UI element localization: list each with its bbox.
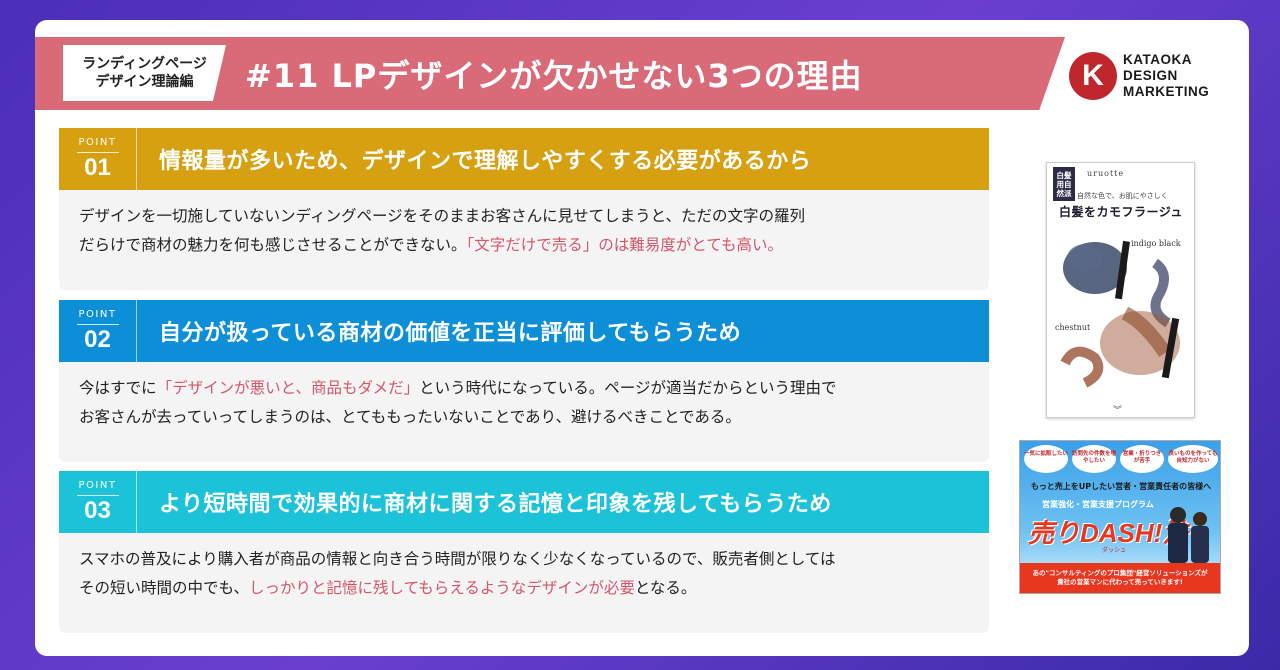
body-text: お客さんに見せてしまうと、ただの文字の羅列 [480,207,806,225]
category-tag: ランディングページ デザイン理論編 [63,45,226,101]
bubble-1: 一気に拡販したい [1024,445,1068,473]
banner-ruby: ダッシュ [1102,547,1127,554]
product-label-indigo: indigo black [1131,239,1181,248]
point-1-title: 情報量が多いため、デザインで理解しやすくする必要があるから [159,149,812,174]
point-digits: 03 [84,497,111,524]
point-3-title: より短時間で効果的に商材に関する記憶と印象を残してもらうため [159,492,832,517]
banner-lead: もっと売上をUPしたい営者・営業責任者の皆様へ [1030,482,1212,491]
divider [76,324,119,325]
logo-text: KATAOKA DESIGN MARKETING [1123,52,1209,100]
point-2-body: 今はすでに「デザインが悪いと、商品もダメだ」という時代になっている。ページが適当… [59,362,989,462]
banner-program: 営業強化・営業支援プログラム [1042,500,1154,509]
bubble-3: 営業・折りつきが苦手 [1120,445,1164,473]
highlight-text: 「デザインが悪いと、商品もダメだ」 [156,379,420,397]
point-3-header: POINT 03 より短時間で効果的に商材に関する記憶と印象を残してもらうため [59,471,989,533]
body-text: お客さんが去っていってしまうのは、とてももったいないことであり、避けるべきことで… [79,408,741,426]
point-2-number: POINT 02 [59,300,137,362]
slide-card: ランディングページ デザイン理論編 #11 LPデザインが欠かせない3つの理由 … [35,20,1249,656]
product-brand: uruotte [1087,169,1125,178]
banner-footer-line-2: 貴社の営業マンに代わって売っていきます! [1057,578,1183,586]
tag-line-2: デザイン理論編 [95,74,194,90]
product-title: 白髪をカモフラージュ [1059,205,1183,219]
point-digits: 01 [84,154,111,181]
product-badge: 白髪用自然派 [1053,167,1075,201]
chevron-down-icon: ︾ [1113,406,1123,416]
point-2: POINT 02 自分が扱っている商材の価値を正当に評価してもらうため 今はすで… [59,300,989,462]
banner-footer-line-1: あの"コンサルティングのプロ集団"経営ソリューションズが [1032,569,1208,577]
logo-line-3: MARKETING [1123,84,1210,99]
body-text: となる。 [634,579,697,597]
point-1: POINT 01 情報量が多いため、デザインで理解しやすくする必要があるから デ… [59,128,989,290]
body-text: スマホの普及により購入者が商品の情報と向き合う時間が限りなく少なくなっているので… [79,550,836,568]
logo-line-2: DESIGN [1123,68,1178,83]
businesspeople-icon [1168,507,1209,563]
body-text: その短い時間の中でも、 [79,579,250,597]
body-text: デザインを一切施していないンディングページをそのまま [79,207,481,225]
divider [76,495,119,496]
point-1-number: POINT 01 [59,128,137,190]
product-label-chestnut: chestnut [1055,323,1091,332]
divider [76,152,119,153]
body-text: という時代になっている。ページが適当だからという理由で [419,379,837,397]
body-text: 今はすでに [79,379,157,397]
bubble-4: 良いものを作っても自知力がない [1168,445,1218,473]
point-3-number: POINT 03 [59,471,137,533]
banner-brand: 売りDASH!法 [1028,518,1189,548]
banner-footer: あの"コンサルティングのプロ集団"経営ソリューションズが 貴社の営業マンに代わっ… [1020,563,1220,593]
logo-k-icon: K [1069,52,1117,100]
product-subtitle: 自然な色で、お肌にやさしく [1077,192,1168,200]
bubble-2: 訪問先の件数を増やしたい [1072,445,1116,473]
highlight-text: しっかりと記憶に残してもらえるようなデザインが必要 [249,579,635,597]
sales-program-banner: 一気に拡販したい 訪問先の件数を増やしたい 営業・折りつきが苦手 良いものを作っ… [1019,440,1221,594]
highlight-text: 「文字だけで売る」のは難易度がとても高い。 [466,236,784,254]
logo-line-1: KATAOKA [1123,52,1192,67]
point-label: POINT [78,480,117,491]
point-label: POINT [78,309,117,320]
point-1-header: POINT 01 情報量が多いため、デザインで理解しやすくする必要があるから [59,128,989,190]
point-digits: 02 [84,326,111,353]
point-label: POINT [78,137,117,148]
point-2-header: POINT 02 自分が扱っている商材の価値を正当に評価してもらうため [59,300,989,362]
point-3: POINT 03 より短時間で効果的に商材に関する記憶と印象を残してもらうため … [59,471,989,633]
point-1-body: デザインを一切施していないンディングページをそのままお客さんに見せてしまうと、た… [59,190,989,290]
point-2-title: 自分が扱っている商材の価値を正当に評価してもらうため [159,321,742,346]
point-3-body: スマホの普及により購入者が商品の情報と向き合う時間が限りなく少なくなっているので… [59,533,989,633]
body-text: だらけで商材の魅力を何も感じさせることができない。 [79,236,467,254]
product-lp-thumbnail: 白髪用自然派 uruotte 自然な色で、お肌にやさしく 白髪をカモフラージュ … [1046,162,1195,418]
hair-illustration-icon [1060,240,1180,388]
tag-line-1: ランディングページ [82,56,207,72]
page-title: #11 LPデザインが欠かせない3つの理由 [245,57,863,95]
company-logo: K KATAOKA DESIGN MARKETING [1069,52,1239,102]
